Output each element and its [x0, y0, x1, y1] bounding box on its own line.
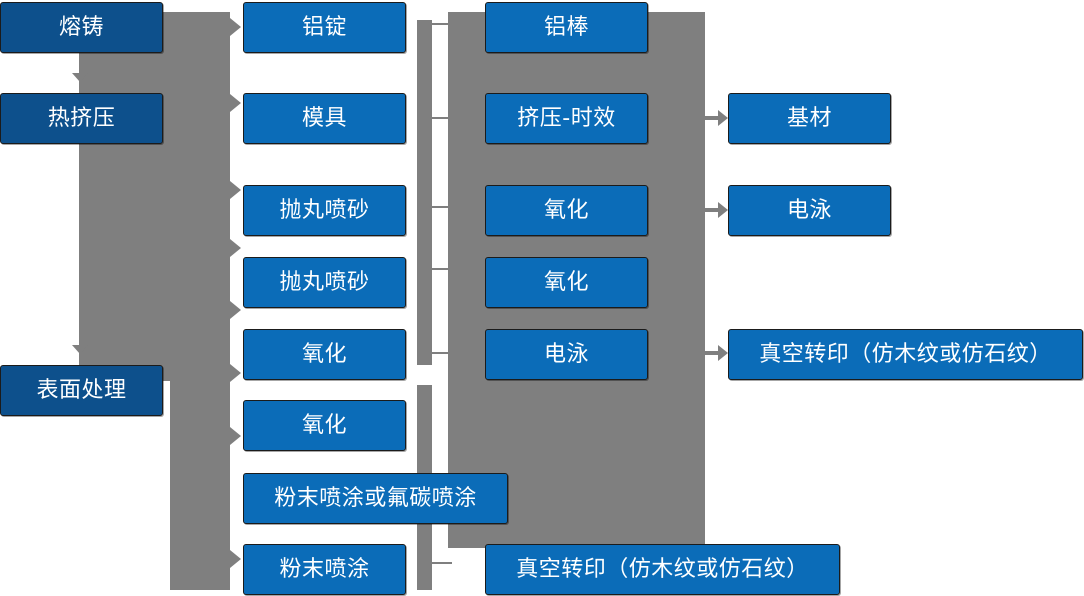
treatment-box-vacuum-transfer-print[interactable]: 真空转印（仿木纹或仿石纹） — [485, 544, 840, 595]
connector-arrow-icon-c2-3 — [230, 181, 241, 199]
arrow-head-icon — [718, 202, 728, 218]
treatment-box-label: 电泳 — [543, 341, 589, 367]
arrow-shaft — [700, 351, 718, 355]
process-box-label: 粉末喷涂或氟碳喷涂 — [274, 485, 477, 511]
treatment-box-oxidation-1[interactable]: 氧化 — [485, 185, 648, 236]
output-box-label: 电泳 — [786, 197, 832, 223]
arrow-shaft — [700, 116, 718, 120]
output-box-label: 真空转印（仿木纹或仿石纹） — [759, 341, 1052, 367]
process-box-shot-blasting-2[interactable]: 抛丸喷砂 — [243, 257, 406, 308]
process-box-powder-coating[interactable]: 粉末喷涂 — [243, 544, 406, 595]
process-box-shot-blasting-1[interactable]: 抛丸喷砂 — [243, 185, 406, 236]
process-box-powder-or-fluorocarbon-coating[interactable]: 粉末喷涂或氟碳喷涂 — [243, 473, 508, 524]
connector-arrow-icon-c2-1 — [230, 18, 241, 36]
arrow-head-icon — [718, 110, 728, 126]
connector-arrow-icon-c2-5 — [230, 301, 241, 319]
process-box-label: 铝锭 — [301, 14, 347, 40]
connector-mid-rung-5 — [432, 352, 452, 354]
connector-arrow-icon-c2-8 — [230, 550, 241, 568]
connector-down-arrow-icon-1 — [72, 73, 88, 82]
connector-arrow-output-2 — [700, 202, 728, 218]
output-box-base-material[interactable]: 基材 — [728, 93, 891, 144]
treatment-box-label: 真空转印（仿木纹或仿石纹） — [516, 556, 809, 582]
arrow-head-icon — [718, 345, 728, 361]
connector-left-main-bar — [170, 12, 230, 590]
connector-mid-rung-6 — [432, 562, 452, 564]
treatment-box-label: 挤压-时效 — [517, 105, 616, 131]
connector-mid-spine-a — [417, 20, 432, 365]
treatment-box-oxidation-2[interactable]: 氧化 — [485, 257, 648, 308]
process-box-label: 氧化 — [301, 341, 347, 367]
output-box-vacuum-transfer-print[interactable]: 真空转印（仿木纹或仿石纹） — [728, 329, 1083, 380]
connector-arrow-icon-c2-7 — [230, 427, 241, 445]
treatment-box-extrusion-aging[interactable]: 挤压-时效 — [485, 93, 648, 144]
stage-box-label: 熔铸 — [58, 14, 104, 40]
connector-arrow-output-1 — [700, 110, 728, 126]
treatment-box-label: 氧化 — [543, 269, 589, 295]
output-box-electrophoresis[interactable]: 电泳 — [728, 185, 891, 236]
process-box-label: 氧化 — [301, 412, 347, 438]
connector-arrow-icon-c2-4 — [230, 239, 241, 257]
connector-mid-rung-4 — [432, 268, 452, 270]
treatment-box-label: 氧化 — [543, 197, 589, 223]
process-box-oxidation-2[interactable]: 氧化 — [243, 400, 406, 451]
process-box-mould[interactable]: 模具 — [243, 93, 406, 144]
connector-arrow-icon-c2-6 — [230, 364, 241, 382]
arrow-shaft — [700, 208, 718, 212]
process-box-label: 模具 — [301, 105, 347, 131]
stage-box-label: 热挤压 — [47, 105, 116, 131]
process-box-label: 粉末喷涂 — [279, 556, 370, 582]
stage-box-label: 表面处理 — [36, 377, 127, 403]
process-box-aluminum-ingot[interactable]: 铝锭 — [243, 2, 406, 53]
treatment-box-label: 铝棒 — [543, 14, 589, 40]
connector-arrow-icon-c2-2 — [230, 94, 241, 112]
stage-box-hot-extrusion[interactable]: 热挤压 — [0, 93, 163, 144]
stage-box-melting-casting[interactable]: 熔铸 — [0, 2, 163, 53]
process-box-label: 抛丸喷砂 — [279, 269, 370, 295]
treatment-box-aluminum-bar[interactable]: 铝棒 — [485, 2, 648, 53]
process-box-label: 抛丸喷砂 — [279, 197, 370, 223]
output-box-label: 基材 — [786, 105, 832, 131]
stage-box-surface-treatment[interactable]: 表面处理 — [0, 365, 163, 416]
connector-mid-rung-3 — [432, 206, 452, 208]
connector-down-arrow-icon-2 — [72, 345, 88, 354]
connector-mid-rung-2 — [432, 117, 452, 119]
connector-left-vertical-trunk — [79, 12, 170, 375]
connector-arrow-output-3 — [700, 345, 728, 361]
treatment-box-electrophoresis[interactable]: 电泳 — [485, 329, 648, 380]
connector-mid-rung-1 — [432, 23, 452, 25]
process-box-oxidation-1[interactable]: 氧化 — [243, 329, 406, 380]
